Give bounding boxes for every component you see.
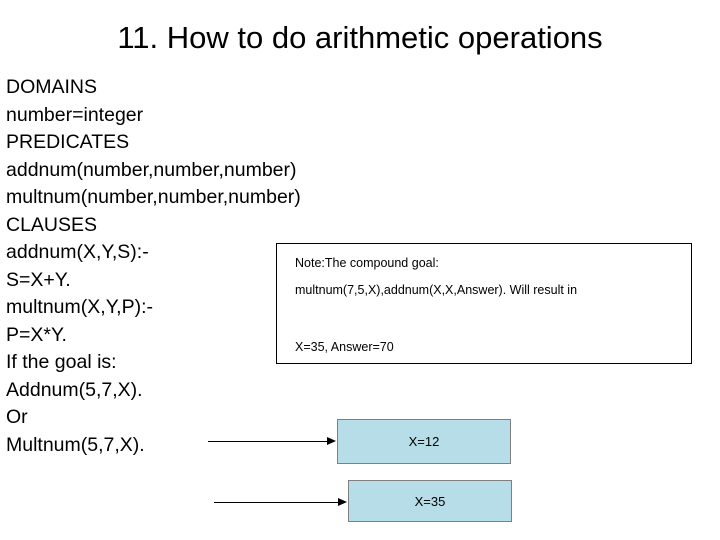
note-result: X=35, Answer=70: [295, 340, 394, 354]
arrow-shaft: [208, 441, 327, 442]
note-box: Note:The compound goal: multnum(7,5,X),a…: [276, 243, 692, 364]
result-box-multnum: X=35: [348, 480, 512, 522]
code-line: DOMAINS: [6, 76, 98, 98]
code-line: P=X*Y.: [6, 323, 67, 346]
code-line: addnum(X,Y,S):-: [6, 241, 149, 263]
arrow-shaft: [214, 502, 338, 503]
prolog-code-block: DOMAINS number=integer PREDICATES addnum…: [6, 74, 336, 459]
code-line: Addnum(5,7,X).: [6, 378, 143, 401]
code-line: multnum(number,number,number): [6, 186, 301, 208]
arrow-head: [327, 437, 336, 445]
code-line: number=integer: [6, 103, 144, 126]
page-title: 11. How to do arithmetic operations: [117, 20, 603, 55]
code-line: Or: [6, 406, 28, 428]
code-line: S=X+Y.: [6, 268, 71, 291]
note-heading: Note:The compound goal:: [295, 256, 439, 270]
code-line: multnum(X,Y,P):-: [6, 296, 154, 318]
arrow-right-icon: [208, 437, 336, 446]
code-line: CLAUSES: [6, 213, 98, 236]
note-body: multnum(7,5,X),addnum(X,X,Answer). Will …: [295, 283, 578, 297]
code-line: addnum(number,number,number): [6, 158, 297, 181]
result-box-addnum: X=12: [337, 419, 511, 464]
code-line: Multnum(5,7,X).: [6, 433, 145, 456]
code-line: If the goal is:: [6, 351, 117, 373]
code-line: PREDICATES: [6, 131, 130, 153]
arrow-head: [338, 498, 347, 506]
arrow-right-icon: [214, 498, 347, 507]
